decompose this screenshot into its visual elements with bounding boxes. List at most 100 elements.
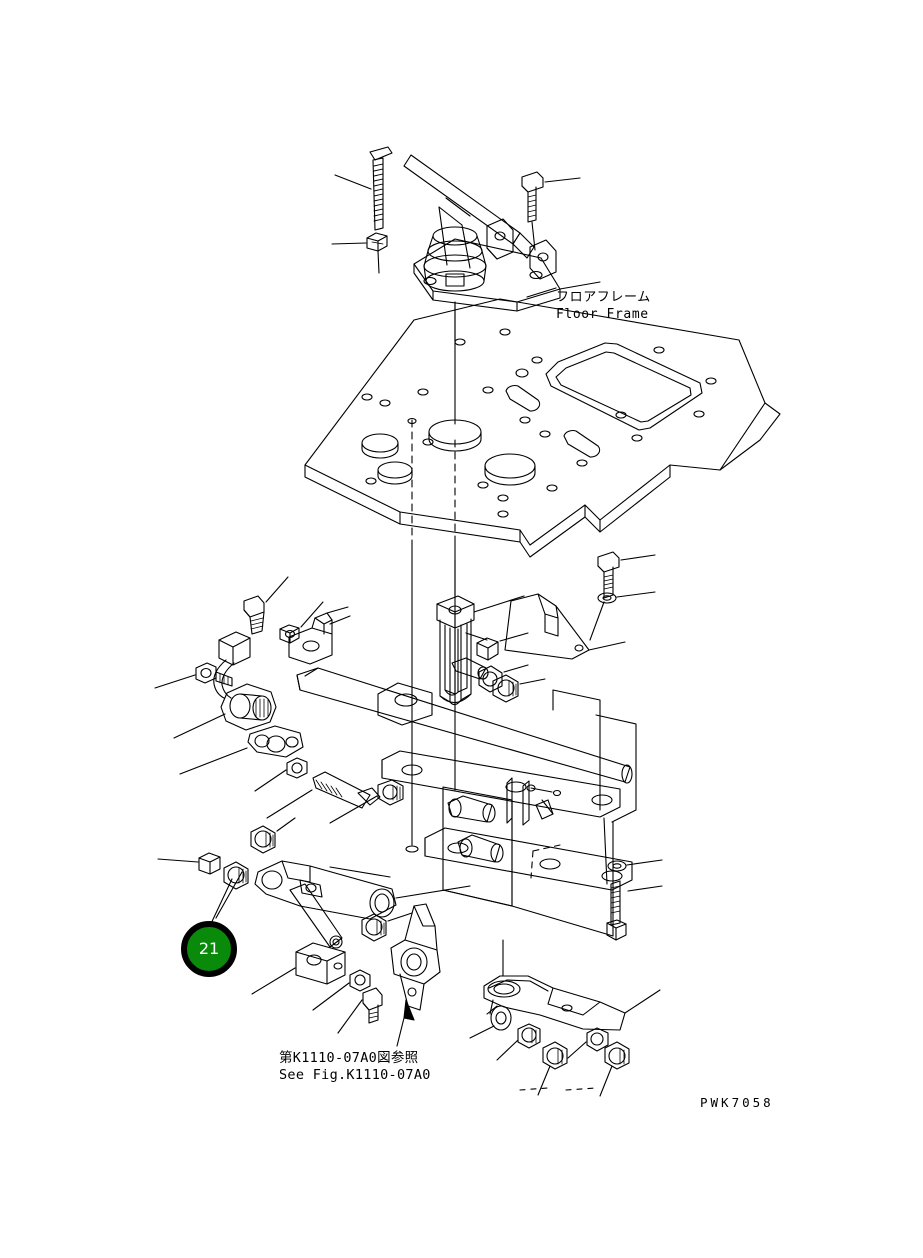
flange-hole-1 [401, 764, 423, 776]
leader-bushing-pin-right [519, 678, 546, 685]
leader-bushing-ll-3 [276, 817, 296, 832]
pin-lower [349, 969, 371, 992]
hose-bend2 [221, 662, 235, 699]
leader-long-bolt [334, 174, 372, 190]
lever-shaft-top2 [445, 197, 471, 217]
flange-lower-hole-3 [601, 870, 623, 882]
boot-side-r1 [476, 235, 483, 252]
reference-arrow-line [396, 1017, 405, 1047]
ff-hole-med-1-depth [361, 442, 399, 459]
long-bolt-shank [372, 157, 384, 231]
leader-washer-br [626, 859, 663, 866]
clevis-yoke [436, 595, 475, 706]
callout-badge-number: 21 [198, 939, 220, 958]
connecting-rod-1 [289, 883, 343, 949]
mount-hole-right [529, 270, 543, 280]
leader-coupling [173, 713, 226, 739]
floor-frame-outline [304, 298, 766, 546]
bushing-ll-3 [250, 825, 276, 854]
bushing-ll-2 [223, 861, 249, 890]
flange-lower-hole-1 [447, 842, 469, 854]
rib-2 [522, 780, 530, 826]
boot-base-block [445, 273, 465, 287]
fitting-left [195, 662, 233, 687]
hex-nut-mid-left [279, 624, 300, 644]
pedal-boss-leader [486, 1005, 498, 1015]
leader-link-bar [251, 967, 296, 995]
angle-bracket-arrow [329, 615, 351, 625]
leader-nut-pedal-3 [567, 1041, 587, 1059]
cover-plate-fold [537, 593, 559, 619]
cover-plate-right [504, 593, 590, 660]
bushing-small [286, 757, 308, 779]
rib-gusset-edge [541, 799, 554, 815]
callout-badge-21[interactable]: 21 [181, 921, 237, 977]
leader-pin-lower [312, 982, 350, 1011]
yoke-bottom [439, 693, 472, 704]
leader-bolt-lower-link [337, 999, 363, 1034]
leader-angle-bracket [326, 606, 349, 614]
ff-hole-large-2-depth [484, 465, 536, 486]
ff-hole-med-2-depth [377, 469, 413, 485]
ff-slot-2 [563, 430, 601, 458]
long-bolt-threads [373, 163, 384, 222]
cl-top-marker [407, 417, 417, 425]
leader-short-bolt-tr [544, 177, 581, 183]
ff-hole-med-1 [361, 433, 399, 453]
leader-clevis [473, 595, 525, 613]
bushing-pin-right [492, 674, 519, 703]
leader-nut-clevis2 [499, 632, 529, 642]
leader-callout-21 [215, 871, 243, 919]
yoke-bottom-inner [449, 699, 462, 706]
cl-bottom-marker [405, 845, 419, 853]
flange-hole-3 [591, 794, 613, 806]
rib-hole [526, 784, 536, 792]
leader-pedal-right [624, 989, 661, 1014]
ff-hole-large-2 [484, 453, 536, 479]
bolt-bracket-right [606, 880, 627, 941]
leader-nut-ll-1 [157, 858, 199, 863]
lever-arm-right-lower [390, 903, 441, 1011]
leader-floor-frame-label [526, 287, 557, 298]
leader-bolt-ul [265, 576, 289, 603]
side-wall-top [552, 689, 601, 811]
flange-hole-2 [505, 781, 527, 793]
leader-nut-pedal-2 [537, 1065, 551, 1096]
flange-bar-upper [381, 750, 621, 818]
pin-right [451, 657, 489, 680]
leader-nut-pedal-4 [599, 1065, 613, 1097]
floor-frame-plate [304, 287, 781, 558]
floor-frame-label: フロアフレーム Floor Frame [556, 290, 651, 322]
pedal-arm-group [469, 939, 661, 1097]
cross-rod-left-end [296, 674, 301, 691]
lever-arm-hook-inner [413, 905, 436, 927]
leader-bellcrank2 [395, 885, 471, 899]
leader-nut-clevis [465, 632, 488, 641]
clamp-block-upper-top [218, 637, 251, 648]
leader-gasket [179, 747, 248, 775]
cross-rod-body [296, 667, 631, 783]
mount-tab-hole-r [537, 252, 549, 262]
leader-cover-plate [588, 641, 626, 651]
mount-tab-right [529, 239, 557, 280]
drawing-number: PWK7058 [700, 1095, 774, 1110]
cross-rod-left-face [304, 667, 319, 677]
lower-linkage-group [157, 817, 471, 1047]
rib-hole-2 [552, 789, 562, 797]
leader-bolt-to-tab [531, 221, 536, 251]
pedal-eye-inner [493, 983, 515, 995]
angle-bracket-plate [288, 627, 333, 665]
lever-shaft-top [438, 206, 463, 226]
pedal-body-fold [547, 987, 601, 1016]
web-panel-right [511, 799, 614, 937]
cross-shaft-group [154, 551, 656, 824]
nut-pedal-2 [542, 1041, 568, 1070]
support-bracket-group [381, 689, 663, 941]
leader-nut-adjuster [329, 795, 378, 824]
leader-bolt-br-up [603, 817, 608, 885]
leader-nut-pedal-1 [496, 1039, 519, 1061]
washer-upper-right [597, 592, 617, 604]
gasket-plate [247, 725, 304, 758]
nut-adjuster [377, 779, 404, 806]
